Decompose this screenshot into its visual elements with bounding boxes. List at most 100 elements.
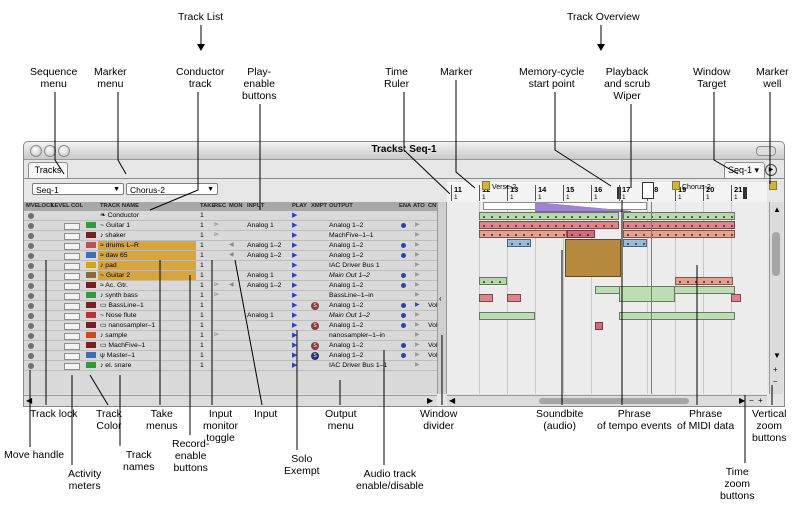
play-enable-button[interactable]: ▶ — [292, 212, 298, 219]
drums-soundbite[interactable] — [479, 230, 567, 238]
scroll-right-icon[interactable]: ▶ — [739, 396, 746, 405]
automation-button[interactable]: ▶ — [415, 312, 420, 318]
track-name[interactable]: ~ Nose flute — [100, 311, 196, 320]
input-menu[interactable]: Analog 1–2 — [247, 252, 282, 259]
take-menu[interactable]: 1 — [200, 252, 204, 259]
playback-wiper[interactable] — [642, 182, 654, 199]
input-menu[interactable]: Analog 1 — [247, 222, 274, 229]
track-name[interactable]: ψ Master–1 — [100, 351, 196, 360]
move-handle-icon[interactable] — [28, 362, 34, 369]
automation-button[interactable]: ▶ — [415, 242, 420, 248]
column-header-input[interactable]: INPUT — [247, 203, 265, 209]
column-header-xmpt[interactable]: XMPT — [311, 203, 328, 209]
record-enable-button[interactable]: ⊳ — [214, 292, 220, 298]
shaker-phrase[interactable] — [479, 221, 619, 229]
marker-menu[interactable]: Chorus-2 ▼ — [126, 183, 218, 195]
pad-phrase[interactable] — [565, 239, 621, 277]
output-menu[interactable]: Main Out 1–2 — [329, 272, 370, 279]
automation-button[interactable]: ▶ — [415, 332, 420, 338]
tempo-events-phrase[interactable] — [535, 202, 631, 212]
horizontal-scroll-thumb[interactable] — [539, 398, 689, 404]
output-menu[interactable]: Analog 1–2 — [329, 222, 364, 229]
column-header-mon[interactable]: MON — [229, 203, 243, 209]
play-enable-button[interactable]: ▶ — [292, 322, 298, 329]
track-name[interactable]: ▭ BassLine–1 — [100, 301, 196, 310]
track-name[interactable]: ❧ Conductor — [100, 211, 196, 220]
play-icon[interactable]: ▶ — [765, 164, 777, 176]
play-enable-button[interactable]: ▶ — [292, 292, 298, 299]
input-menu[interactable]: Analog 1 — [247, 272, 274, 279]
audio-track-enable-button[interactable] — [401, 283, 406, 288]
move-handle-icon[interactable] — [28, 232, 34, 239]
track-color-swatch[interactable] — [86, 252, 96, 258]
take-menu[interactable]: 1 — [200, 352, 204, 359]
move-handle-icon[interactable] — [28, 262, 34, 269]
audio-track-enable-button[interactable] — [401, 273, 406, 278]
output-menu[interactable]: Analog 1–2 — [329, 342, 364, 349]
play-enable-button[interactable]: ▶ — [292, 282, 298, 289]
play-enable-button[interactable]: ▶ — [292, 232, 298, 239]
move-handle-icon[interactable] — [28, 212, 34, 219]
move-handle-icon[interactable] — [28, 222, 34, 229]
track-color-swatch[interactable] — [86, 312, 96, 318]
track-color-swatch[interactable] — [86, 272, 96, 278]
acgtr-soundbite[interactable] — [675, 277, 733, 285]
column-header-take[interactable]: TAKE — [200, 203, 216, 209]
audio-track-enable-button[interactable] — [401, 243, 406, 248]
move-handle-icon[interactable] — [28, 302, 34, 309]
sample-phrase[interactable] — [479, 312, 535, 320]
time-zoom-out-icon[interactable]: − — [749, 396, 754, 405]
play-enable-button[interactable]: ▶ — [292, 242, 298, 249]
take-menu[interactable]: 1 — [200, 322, 204, 329]
move-handle-icon[interactable] — [28, 292, 34, 299]
move-handle-icon[interactable] — [28, 242, 34, 249]
column-header-output[interactable]: OUTPUT — [329, 203, 353, 209]
output-menu[interactable]: BassLine–1–in — [329, 292, 374, 299]
automation-button[interactable]: ▶ — [415, 292, 420, 298]
automation-button[interactable]: ▶ — [415, 282, 420, 288]
vertical-scroll-thumb[interactable] — [772, 232, 780, 276]
track-row[interactable]: ≈ Ac. Gtr.1⊳◀Analog 1–2▶Analog 1–2▶ — [24, 281, 437, 291]
guitar1-soundbite[interactable] — [623, 212, 735, 220]
column-header-lock[interactable]: LOCK — [38, 203, 55, 209]
take-menu[interactable]: 1 — [200, 302, 204, 309]
column-header-play[interactable]: PLAY — [292, 203, 307, 209]
drums-soundbite[interactable] — [623, 230, 735, 238]
scroll-up-icon[interactable]: ▲ — [773, 205, 781, 214]
daw65-soundbite[interactable] — [623, 239, 647, 247]
track-color-swatch[interactable] — [86, 342, 96, 348]
shaker-phrase[interactable] — [623, 221, 735, 229]
track-color-swatch[interactable] — [86, 242, 96, 248]
record-enable-button[interactable]: ⊳ — [214, 232, 220, 238]
acgtr-soundbite[interactable] — [479, 277, 507, 285]
move-handle-icon[interactable] — [28, 322, 34, 329]
track-color-swatch[interactable] — [86, 282, 96, 288]
take-menu[interactable]: 1 — [200, 262, 204, 269]
machfive-phrase[interactable] — [595, 322, 603, 330]
take-menu[interactable]: 1 — [200, 232, 204, 239]
track-name[interactable]: ~ Guitar 2 — [100, 271, 196, 280]
take-menu[interactable]: 1 — [200, 332, 204, 339]
take-menu[interactable]: 1 — [200, 312, 204, 319]
output-menu[interactable]: IAC Driver Bus 1 — [329, 262, 380, 269]
automation-button[interactable]: ▶ — [415, 232, 420, 238]
move-handle-icon[interactable] — [28, 332, 34, 339]
track-name[interactable]: ♪ el. snare — [100, 361, 196, 370]
solo-exempt-button[interactable]: S — [311, 301, 319, 310]
guitar1-soundbite[interactable] — [479, 212, 619, 220]
automation-button[interactable]: ▶ — [415, 262, 420, 268]
automation-button[interactable]: ▶ — [415, 302, 420, 308]
output-menu[interactable]: Analog 1–2 — [329, 302, 364, 309]
play-enable-button[interactable]: ▶ — [292, 362, 298, 369]
move-handle-icon[interactable] — [28, 272, 34, 279]
bassline-phrase[interactable] — [507, 294, 521, 302]
track-name[interactable]: ♪ synth bass — [100, 291, 196, 300]
sequence-menu[interactable]: Seq-1 ▼ — [32, 183, 124, 195]
column-header-col[interactable]: COL — [71, 203, 84, 209]
output-menu[interactable]: MachFive–1–1 — [329, 232, 374, 239]
